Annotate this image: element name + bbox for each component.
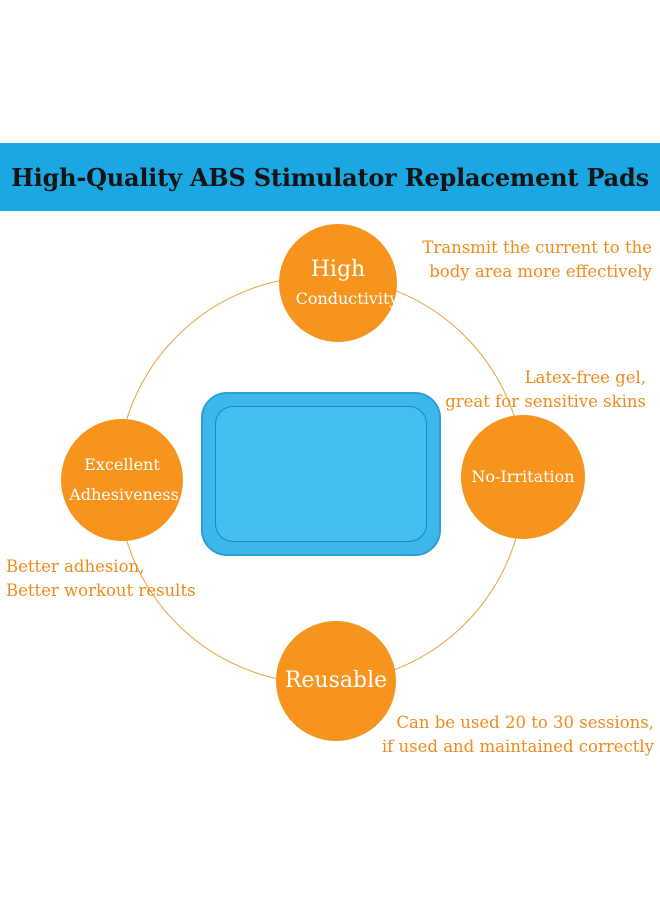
feature-excellent-adhesiveness: Excellent Adhesiveness — [61, 419, 183, 541]
feature-label: Conductivity — [295, 289, 399, 309]
note-line: Better adhesion, — [6, 557, 145, 576]
feature-label: High — [310, 257, 366, 283]
feature-no-irritation: No-Irritation — [461, 415, 585, 539]
feature-label: Reusable — [284, 668, 388, 694]
title-banner: High-Quality ABS Stimulator Replacement … — [0, 143, 660, 211]
note-conductivity: Transmit the current to the body area mo… — [422, 236, 652, 284]
stimulator-pad-image — [201, 392, 441, 556]
feature-label: No-Irritation — [471, 466, 575, 486]
note-line: Better workout results — [6, 581, 196, 600]
banner-title: High-Quality ABS Stimulator Replacement … — [11, 162, 649, 192]
feature-label: Excellent — [84, 454, 160, 474]
pad-gel-surface — [215, 406, 427, 542]
note-line: Latex-free gel, — [524, 368, 646, 387]
note-line: great for sensitive skins — [445, 392, 646, 411]
feature-high-conductivity: High Conductivity — [279, 224, 399, 342]
note-line: Can be used 20 to 30 sessions, — [396, 713, 654, 732]
note-reusable: Can be used 20 to 30 sessions, if used a… — [382, 711, 654, 759]
note-line: Transmit the current to the — [422, 238, 652, 257]
note-adhesiveness: Better adhesion, Better workout results — [6, 555, 196, 603]
note-irritation: Latex-free gel, great for sensitive skin… — [445, 366, 646, 414]
feature-label: Adhesiveness — [69, 485, 179, 504]
note-line: body area more effectively — [429, 262, 652, 281]
note-line: if used and maintained correctly — [381, 737, 654, 756]
feature-reusable: Reusable — [276, 621, 396, 741]
